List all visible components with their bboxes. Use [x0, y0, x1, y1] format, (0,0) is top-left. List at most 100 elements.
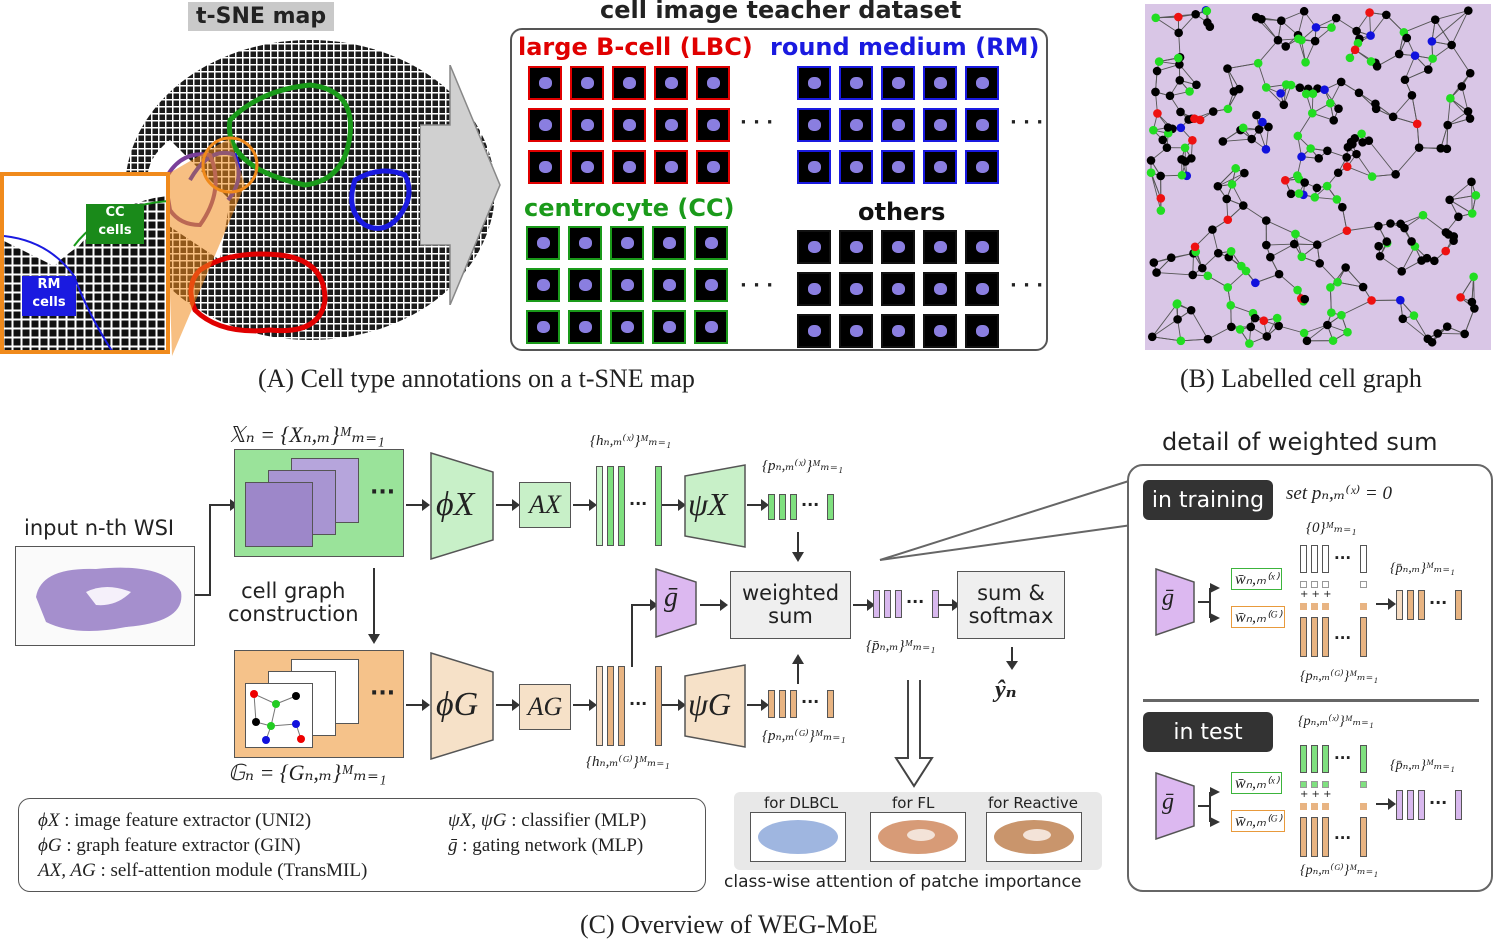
cell-image-tile: [965, 150, 999, 184]
cell-node: [1423, 65, 1433, 74]
detail-test-arrow: [1376, 798, 1396, 810]
big-arrow: [420, 65, 501, 305]
cell-node: [1297, 152, 1306, 162]
cell-node: [1433, 329, 1442, 338]
zoom-trapezoid: [166, 138, 245, 356]
cell-image-tile: [610, 310, 644, 344]
cell-node: [1311, 23, 1321, 32]
cell-node: [1258, 117, 1267, 127]
cell-image-tile: [652, 310, 686, 344]
gating-connector: [631, 599, 658, 667]
detail-weight-x: [1360, 581, 1367, 588]
cell-node: [1250, 313, 1260, 323]
g-set-label: 𝔾ₙ = {Gₙ,ₘ}ᴹₘ₌₁: [228, 760, 387, 785]
in-training-badge: in training: [1143, 480, 1273, 520]
h-g-bars: ···: [596, 666, 666, 746]
graph-construction-arrow: [368, 568, 380, 644]
cell-image-tile: [696, 66, 730, 100]
graph-construction-label: cell graph construction: [228, 579, 359, 626]
cell-node: [1297, 252, 1307, 262]
feature-bar: [655, 466, 662, 546]
cell-node: [1257, 14, 1266, 24]
cell-node: [1153, 109, 1162, 118]
cell-node: [1327, 308, 1336, 317]
cell-node: [1315, 259, 1324, 268]
cell-node: [1152, 66, 1162, 76]
dataset-box: [510, 28, 1048, 351]
ellipsis-lbc: · · ·: [740, 112, 774, 133]
cell-node: [1299, 6, 1309, 16]
cell-node: [1398, 314, 1408, 324]
cell-image-tile: [570, 108, 604, 142]
feature-bar: [790, 494, 797, 520]
cell-node: [1276, 89, 1285, 98]
p-x-bars: ···: [768, 494, 834, 520]
bar-dots: ···: [1429, 593, 1448, 612]
attention-map-dlbcl: [750, 812, 846, 862]
cell-image-tile: [696, 108, 730, 142]
cell-node: [1306, 144, 1315, 153]
cell-node: [1365, 8, 1374, 17]
graph-patches-box: ···: [234, 650, 404, 758]
feature-bar: [1396, 590, 1403, 620]
cell-image-tile: [797, 108, 831, 142]
inset-cc-label: CC cells: [86, 204, 144, 244]
bar-dots: ···: [629, 694, 648, 713]
cell-node: [1470, 304, 1479, 313]
cell-node: [1152, 268, 1161, 277]
cell-node: [1449, 236, 1458, 246]
arrow-output: [1006, 647, 1018, 670]
cell-image-tile: [797, 230, 831, 264]
detail-train-g-bar-label: ḡ: [1162, 585, 1174, 611]
cell-image-tile: [694, 310, 728, 344]
rm-region: [349, 168, 412, 231]
psi-g-label: ψG: [688, 686, 731, 722]
dataset-title: cell image teacher dataset: [600, 0, 962, 24]
a-x-block: AX: [519, 482, 571, 528]
cell-node: [1310, 193, 1320, 202]
cell-image-tile: [881, 108, 915, 142]
cell-node: [1262, 332, 1272, 341]
cell-node: [1246, 322, 1256, 332]
cell-image-tile: [610, 268, 644, 302]
bar-dots: ···: [629, 494, 648, 513]
cell-node: [1341, 263, 1350, 272]
cell-node: [1465, 114, 1475, 123]
cell-node: [1436, 144, 1446, 153]
p-g-bars: ···: [768, 690, 834, 718]
cell-node: [1441, 228, 1451, 237]
cell-node: [1149, 258, 1159, 267]
detail-weight-g: [1322, 603, 1329, 610]
cell-node: [1223, 215, 1233, 225]
cell-image-tile: [526, 310, 560, 344]
cell-node: [1261, 216, 1271, 225]
cell-node: [1326, 98, 1335, 108]
cell-image-tile: [923, 272, 957, 306]
cell-node: [1177, 155, 1186, 164]
detail-plus-row: + + +: [1300, 789, 1332, 800]
cell-node: [1367, 172, 1377, 181]
cell-image-tile: [797, 272, 831, 306]
cell-node: [1409, 311, 1419, 320]
cell-image-tile: [528, 150, 562, 184]
detail-weight-g: [1322, 803, 1329, 810]
cell-node: [1328, 336, 1338, 345]
cell-node: [1176, 336, 1186, 346]
detail-test-p-x: {pₙ,ₘ⁽ˣ⁾}ᴹₘ₌₁: [1298, 714, 1374, 729]
attention-map-fl: [870, 812, 966, 862]
detail-weight-g: [1311, 803, 1318, 810]
cell-image-tile: [839, 66, 873, 100]
cell-image-tile: [881, 272, 915, 306]
patch-dots: ···: [370, 480, 396, 505]
cell-node: [1471, 191, 1481, 200]
cell-node: [1430, 256, 1439, 266]
cell-image-tile: [923, 66, 957, 100]
cell-node: [1166, 253, 1176, 262]
cell-node: [1463, 107, 1473, 116]
cell-node: [1400, 75, 1410, 85]
detail-weight-g: [1360, 603, 1367, 610]
feature-bar: [1455, 790, 1462, 820]
cell-image-tile: [568, 310, 602, 344]
cell-node: [1175, 60, 1184, 69]
cell-node: [1301, 89, 1311, 99]
